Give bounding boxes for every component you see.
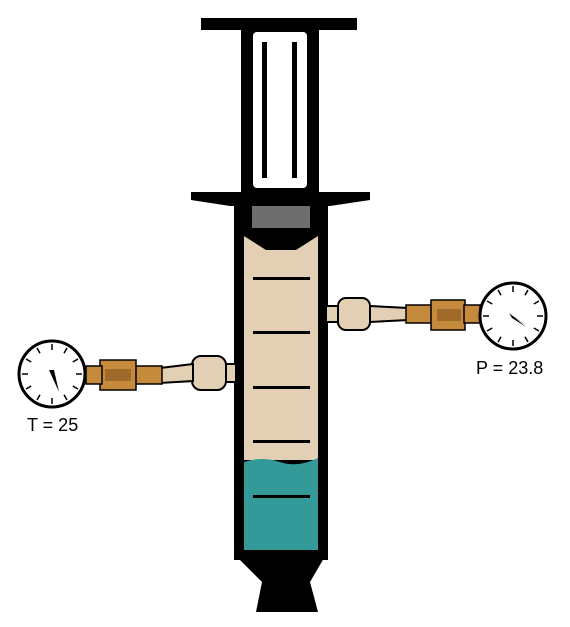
pressure-fitting-right [463, 304, 481, 324]
gauge-tick [36, 394, 41, 401]
temperature-line [85, 355, 237, 391]
plunger-seal-grey [252, 206, 310, 228]
gauge-tick [63, 394, 68, 401]
graduation-mark [253, 440, 310, 443]
gauge-tick [533, 327, 540, 332]
gauge-tick [524, 336, 529, 343]
graduation-mark [253, 386, 310, 389]
pressure-fitting-left [405, 304, 433, 324]
gauge-tick [486, 327, 493, 332]
pressure-gauge [478, 281, 548, 351]
temperature-gauge-label: T = 25 [27, 415, 78, 435]
gauge-needle-icon [509, 313, 526, 327]
temperature-fitting-left [85, 365, 103, 385]
pressure-gauge-label: P = 23.8 [476, 358, 543, 378]
pressure-gauge-ticks [483, 286, 543, 346]
pressure-fitting-core [437, 309, 461, 321]
temperature-gauge-ticks [22, 344, 82, 404]
temperature-coupler [191, 355, 227, 391]
gauge-tick [25, 358, 32, 363]
pressure-coupler [337, 297, 371, 331]
graduation-marks [253, 277, 310, 498]
gauge-tick [486, 300, 493, 305]
graduation-mark [253, 495, 310, 498]
graduation-mark [253, 331, 310, 334]
temperature-hose [159, 362, 194, 385]
gauge-tick [497, 336, 502, 343]
plunger-rod-slot-right [292, 42, 297, 178]
gauge-tick [63, 347, 68, 354]
plunger-rod-window [253, 32, 307, 188]
gauge-tick [36, 347, 41, 354]
gauge-needle-icon [49, 370, 59, 392]
pressure-gauge-face [478, 281, 548, 351]
liquid-region [244, 458, 318, 550]
temperature-gauge [17, 339, 87, 409]
plunger-rod-slot-left [262, 42, 267, 178]
plunger [201, 18, 357, 195]
gauge-tick [497, 289, 502, 296]
syringe-nozzle [238, 558, 324, 612]
gauge-tick [72, 358, 79, 363]
gauge-tick [533, 300, 540, 305]
graduation-mark [253, 277, 310, 280]
gauge-tick [72, 385, 79, 390]
temperature-fitting-right [133, 365, 163, 385]
gauge-needle-icon [510, 314, 527, 326]
pressure-hose [369, 304, 409, 324]
gauge-tick [25, 385, 32, 390]
temperature-fitting-core [105, 369, 131, 381]
pressure-line [325, 297, 481, 331]
gauge-tick [524, 289, 529, 296]
gas-region [244, 212, 318, 460]
